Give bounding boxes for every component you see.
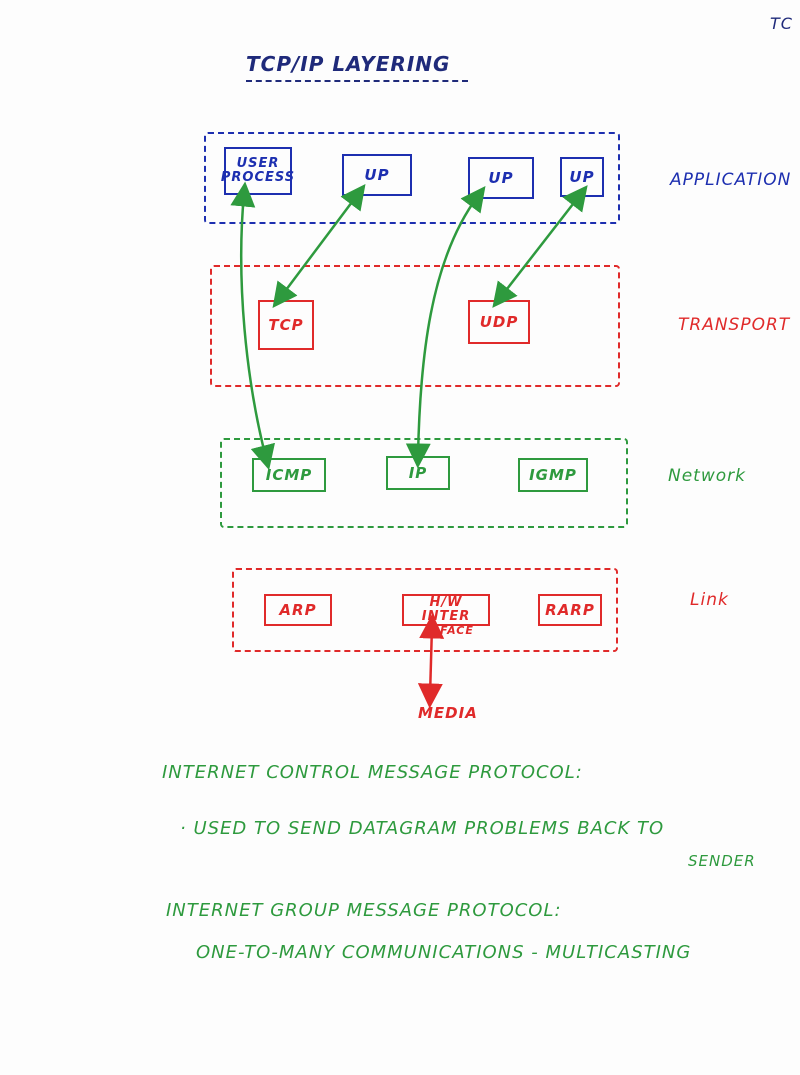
- link-layer-label: Link: [690, 590, 729, 610]
- user-process-box-1: UP: [342, 154, 412, 196]
- media-label: MEDIA: [418, 704, 478, 722]
- udp-box: UDP: [468, 300, 530, 344]
- page-title: TCP/IP LAYERING: [246, 52, 451, 76]
- ip-box: IP: [386, 456, 450, 490]
- igmp-box: IGMP: [518, 458, 588, 492]
- icmp-box: ICMP: [252, 458, 326, 492]
- tcp-box: TCP: [258, 300, 314, 350]
- user-process-box: USER PROCESS: [221, 147, 294, 195]
- rarp-box: RARP: [538, 594, 602, 626]
- application-layer-label: APPLICATION: [670, 170, 792, 190]
- arp-box: ARP: [264, 594, 332, 626]
- icmp-note-bullet-cont: SENDER: [688, 852, 756, 870]
- title-underline: [246, 80, 468, 82]
- igmp-note-heading: INTERNET GROUP MESSAGE PROTOCOL:: [166, 900, 562, 921]
- user-process-box-2: UP: [468, 157, 534, 199]
- icmp-note-heading: INTERNET CONTROL MESSAGE PROTOCOL:: [162, 762, 583, 783]
- hw-interface-box: H/W INTER: [402, 594, 490, 626]
- igmp-note-detail: ONE-TO-MANY COMMUNICATIONS - MULTICASTIN…: [196, 942, 692, 963]
- network-layer-label: Network: [668, 466, 746, 486]
- icmp-note-bullet: · USED TO SEND DATAGRAM PROBLEMS BACK TO: [180, 818, 665, 839]
- hw-interface-tail-text: FACE: [440, 624, 474, 637]
- user-process-box-3: UP: [560, 157, 604, 197]
- corner-tag: TC: [770, 14, 793, 33]
- transport-layer-label: TRANSPORT: [678, 315, 791, 335]
